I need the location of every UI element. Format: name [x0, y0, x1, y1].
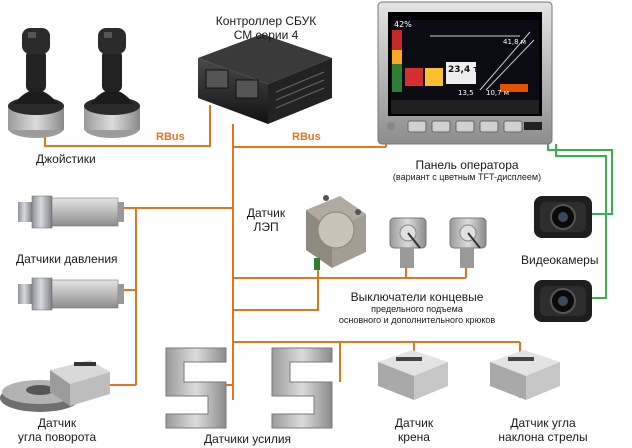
rotation-sensor-title: Датчик	[37, 416, 77, 430]
limit-switches-note-2: основного и дополнительного крюков	[338, 315, 496, 325]
operator-panel	[377, 1, 553, 145]
roll-sensor-label: Датчик крена	[384, 416, 444, 444]
limit-switch-2	[449, 217, 487, 268]
screen-load: 23,4 т	[448, 65, 479, 75]
joystick-left	[8, 28, 64, 138]
video-cameras-label: Видеокамеры	[521, 253, 599, 267]
pressure-sensor-1	[18, 195, 124, 229]
joysticks-label: Джойстики	[36, 152, 96, 166]
wire-camera2	[555, 144, 607, 299]
controller-series: СМ серии 4	[233, 28, 299, 42]
rbus-label-left: RBus	[156, 131, 185, 143]
force-sensor-2	[271, 347, 333, 429]
screen-radius: 10,7 м	[486, 89, 510, 97]
limit-switches-label: Выключатели концевые предельного подъема…	[332, 290, 502, 326]
lep-sensor-title: Датчик	[246, 206, 286, 220]
operator-panel-note: (вариант с цветным TFT-дисплеем)	[392, 172, 542, 182]
screen-height: 13,5	[458, 89, 474, 97]
video-camera-1	[534, 196, 592, 238]
wire-lep	[233, 270, 319, 279]
operator-panel-title: Панель оператора	[415, 158, 519, 172]
video-wiring	[547, 144, 613, 299]
rbus-label-right: RBus	[292, 131, 321, 143]
limit-switches-title: Выключатели концевые	[350, 290, 484, 304]
limit-switch-1	[389, 217, 427, 268]
lep-sensor-subtitle: ЛЭП	[253, 220, 279, 234]
boom-sensor-subtitle: наклона стрелы	[498, 430, 588, 444]
lep-sensor	[306, 195, 366, 270]
controller-unit	[198, 34, 332, 124]
operator-panel-label: Панель оператора (вариант с цветным TFT-…	[372, 158, 562, 183]
roll-sensor-title: Датчик	[394, 416, 434, 430]
rotation-sensor-subtitle: угла поворота	[17, 430, 97, 444]
boom-sensor-label: Датчик угла наклона стрелы	[478, 416, 608, 444]
roll-sensor-subtitle: крена	[398, 430, 430, 444]
joystick-right	[84, 28, 140, 138]
pressure-sensor-2	[18, 277, 124, 311]
wire-limit	[233, 278, 319, 311]
lep-sensor-label: Датчик ЛЭП	[238, 206, 294, 234]
force-sensor-1	[165, 347, 227, 429]
limit-switches-note-1: предельного подъема	[371, 304, 463, 314]
boom-sensor-title: Датчик угла	[510, 416, 576, 430]
rotation-angle-sensor	[0, 360, 110, 412]
screen-percent: 42%	[394, 20, 412, 29]
pressure-sensors-label: Датчики давления	[16, 252, 118, 266]
controller-title: Контроллер СБУК	[215, 14, 317, 28]
force-sensors-label: Датчики усилия	[204, 432, 292, 446]
rotation-sensor-label: Датчик угла поворота	[2, 416, 112, 444]
controller-label: Контроллер СБУК СМ серии 4	[196, 14, 336, 42]
boom-angle-sensor	[490, 350, 560, 400]
roll-sensor	[378, 350, 448, 400]
screen-boom-length: 41,8 м	[503, 38, 527, 46]
video-camera-2	[534, 280, 592, 322]
wire-joysticks	[44, 105, 211, 147]
